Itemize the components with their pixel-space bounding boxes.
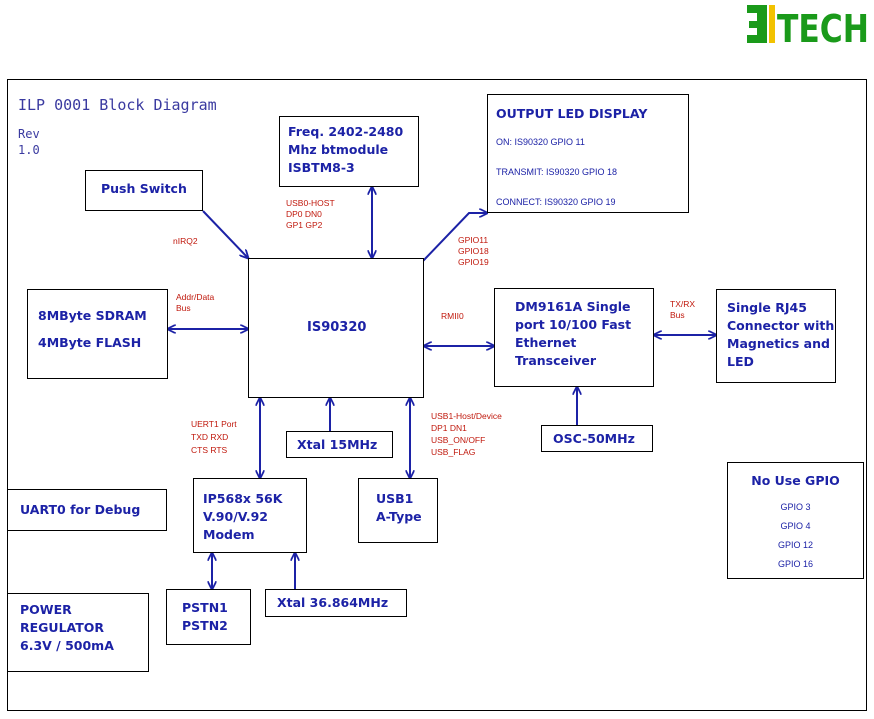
rmii0-signal-label: RMII0	[441, 311, 464, 321]
is90320-block: IS90320	[248, 258, 424, 398]
dm9161a-block: DM9161A Single port 10/100 Fast Ethernet…	[494, 288, 654, 387]
rj45-line2: Connector with	[727, 318, 835, 333]
bt-module-block: Freq. 2402-2480 Mhz btmodule ISBTM8-3	[279, 116, 419, 187]
modem-line2: V.90/V.92	[203, 509, 268, 524]
rev-value: 1.0	[18, 143, 40, 157]
bt-module-line2: Mhz btmodule	[288, 142, 389, 157]
xtal-15mhz-label: Xtal 15MHz	[297, 437, 378, 452]
usb1-signal-line2: DP1 DN1	[431, 423, 467, 433]
bt-module-line3: ISBTM8-3	[288, 160, 355, 175]
gpio-item: GPIO 4	[780, 521, 811, 531]
led-on-label: ON: IS90320 GPIO 11	[496, 137, 585, 147]
usb0-host-signal-label: USB0-HOST DP0 DN0 GP1 GP2	[286, 198, 335, 231]
usb1-a-type-block: USB1 A-Type	[358, 478, 438, 543]
addr-data-bus-label: Addr/Data Bus	[176, 292, 214, 314]
3tech-logo: TECH	[747, 5, 869, 46]
xtal-36mhz-block: Xtal 36.864MHz	[265, 589, 407, 617]
gpio-signal-label: GPIO11 GPIO18 GPIO19	[458, 235, 489, 268]
rj45-line1: Single RJ45	[727, 300, 807, 315]
usb1-signal-line4: USB_FLAG	[431, 447, 476, 457]
uart0-debug-block: UART0 for Debug	[7, 489, 167, 531]
gpio-line1: GPIO11	[458, 235, 489, 245]
uart1-signal-label: UERT1 Port TXD RXD CTS RTS	[191, 418, 237, 457]
modem-line1: IP568x 56K	[203, 491, 283, 506]
power-line3: 6.3V / 500mA	[20, 638, 114, 653]
gpio-line2: GPIO18	[458, 246, 489, 256]
led-transmit-label: TRANSMIT: IS90320 GPIO 18	[496, 167, 618, 177]
memory-block: 8MByte SDRAM 4MByte FLASH	[27, 289, 168, 379]
wire-is90320-led-display	[422, 213, 487, 262]
pstn2-label: PSTN2	[182, 618, 228, 633]
xtal-36mhz-label: Xtal 36.864MHz	[277, 595, 389, 610]
gpio-line3: GPIO19	[458, 257, 489, 267]
output-led-title: OUTPUT LED DISPLAY	[496, 106, 648, 121]
no-use-gpio-title: No Use GPIO	[751, 473, 840, 488]
rj45-line3: Magnetics and	[727, 336, 830, 351]
uart1-line2: TXD RXD	[191, 432, 229, 442]
power-line2: REGULATOR	[20, 620, 105, 635]
dm9161a-line2: port 10/100 Fast	[515, 317, 632, 332]
no-use-gpio-list: GPIO 3 GPIO 4 GPIO 12 GPIO 16	[728, 498, 863, 574]
xtal-15mhz-block: Xtal 15MHz	[286, 431, 393, 458]
usb0-line2: DP0 DN0	[286, 209, 322, 219]
pstn1-label: PSTN1	[182, 600, 228, 615]
dm9161a-line1: DM9161A Single	[515, 299, 631, 314]
addr-line1: Addr/Data	[176, 292, 215, 302]
pstn-block: PSTN1 PSTN2	[166, 589, 251, 645]
nirq2-signal-label: nIRQ2	[173, 236, 198, 246]
diagram-frame	[7, 79, 867, 711]
led-connect-label: CONNECT: IS90320 GPIO 19	[496, 197, 616, 207]
diagram-title: ILP 0001 Block Diagram	[18, 96, 217, 114]
logo-tech-text: TECH	[777, 7, 869, 46]
modem-line3: Modem	[203, 527, 255, 542]
power-line1: POWER	[20, 602, 72, 617]
usb1-signal-line1: USB1-Host/Device	[431, 411, 502, 421]
usb1-line1: USB1	[376, 491, 414, 506]
rev-label: Rev	[18, 127, 40, 141]
gpio-item: GPIO 16	[777, 559, 813, 569]
push-switch-label: Push Switch	[101, 181, 187, 196]
is90320-label: IS90320	[307, 320, 367, 335]
gpio-item: GPIO 12	[777, 540, 813, 550]
usb0-line1: USB0-HOST	[286, 198, 335, 208]
gpio-item: GPIO 3	[780, 502, 811, 512]
dm9161a-line3: Ethernet	[515, 335, 577, 350]
osc-50mhz-block: OSC-50MHz	[541, 425, 653, 452]
bt-module-line1: Freq. 2402-2480	[288, 124, 404, 139]
rj45-block: Single RJ45 Connector with Magnetics and…	[716, 289, 836, 383]
usb1-line2: A-Type	[376, 509, 422, 524]
modem-block: IP568x 56K V.90/V.92 Modem	[193, 478, 307, 553]
no-use-gpio-block: No Use GPIO GPIO 3 GPIO 4 GPIO 12 GPIO 1…	[727, 462, 864, 579]
sdram-label: 8MByte SDRAM	[38, 308, 147, 323]
txrx-line1: TX/RX	[670, 299, 696, 309]
wire-push-switch-is90320	[202, 210, 248, 258]
output-led-display-block: OUTPUT LED DISPLAY ON: IS90320 GPIO 11 T…	[487, 94, 689, 213]
usb1-signal-label: USB1-Host/Device DP1 DN1 USB_ON/OFF USB_…	[431, 410, 502, 458]
rj45-line4: LED	[727, 354, 754, 369]
uart1-line1: UERT1 Port	[191, 419, 237, 429]
power-regulator-block: POWER REGULATOR 6.3V / 500mA	[7, 593, 149, 672]
revision-info: Rev 1.0	[18, 126, 40, 158]
usb1-signal-line3: USB_ON/OFF	[431, 435, 486, 445]
uart1-line3: CTS RTS	[191, 445, 228, 455]
push-switch-block: Push Switch	[85, 170, 203, 211]
usb0-line3: GP1 GP2	[286, 220, 323, 230]
logo-3-glyph	[747, 5, 775, 43]
txrx-bus-label: TX/RX Bus	[670, 299, 695, 321]
flash-label: 4MByte FLASH	[38, 335, 142, 350]
addr-line2: Bus	[176, 303, 191, 313]
dm9161a-line4: Transceiver	[515, 353, 597, 368]
osc-50mhz-label: OSC-50MHz	[553, 431, 635, 446]
txrx-line2: Bus	[670, 310, 685, 320]
uart0-label: UART0 for Debug	[20, 502, 141, 517]
